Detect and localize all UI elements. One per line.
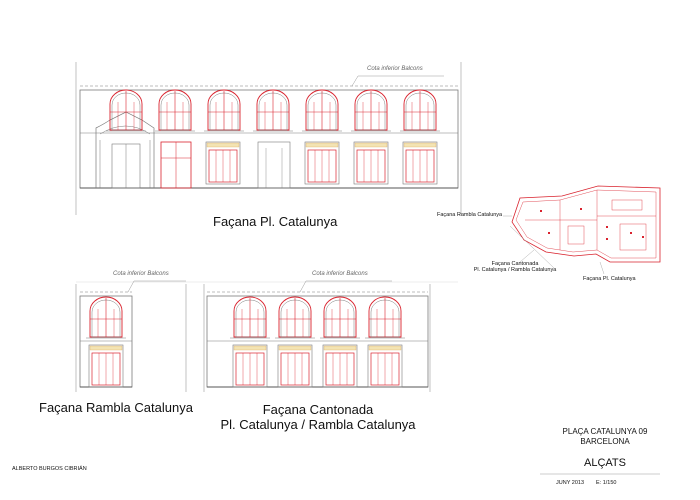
caption-facade-rambla: Façana Rambla Catalunya — [39, 400, 193, 415]
key-plan-label-rambla: Façana Rambla Catalunya — [437, 212, 503, 218]
balcony-note-corner: Cota inferior Balcons — [312, 271, 368, 277]
key-plan-corner-line1: Façana Cantonada — [491, 261, 539, 267]
elevation-corner — [203, 280, 431, 392]
title-block-city: BARCELONA — [580, 437, 630, 446]
balcony-note-plaza: Cota inferior Balcons — [367, 66, 423, 72]
title-block-scale: E: 1/150 — [596, 480, 617, 486]
title-block-date: JUNY 2013 — [556, 480, 585, 486]
key-plan — [503, 185, 661, 275]
key-plan-corner-line2: Pl. Catalunya / Rambla Catalunya — [473, 267, 557, 273]
title-block-project: PLAÇA CATALUNYA 09 — [562, 427, 648, 436]
key-plan-label-corner: Façana Cantonada Pl. Catalunya / Rambla … — [460, 261, 570, 273]
caption-corner-line2: Pl. Catalunya / Rambla Catalunya — [220, 417, 416, 432]
elevation-rambla — [75, 280, 458, 392]
caption-facade-plaza: Façana Pl. Catalunya — [213, 214, 338, 229]
title-block-sheet-title: ALÇATS — [584, 457, 626, 469]
caption-corner-line1: Façana Cantonada — [262, 402, 374, 417]
key-plan-label-plaza: Façana Pl. Catalunya — [583, 276, 636, 282]
balcony-note-rambla: Cota inferior Balcons — [113, 271, 169, 277]
caption-facade-corner: Façana Cantonada Pl. Catalunya / Rambla … — [220, 402, 416, 432]
elevation-plaza — [75, 62, 462, 215]
title-block-author: ALBERTO BURGOS CIBRIÁN — [12, 466, 87, 472]
